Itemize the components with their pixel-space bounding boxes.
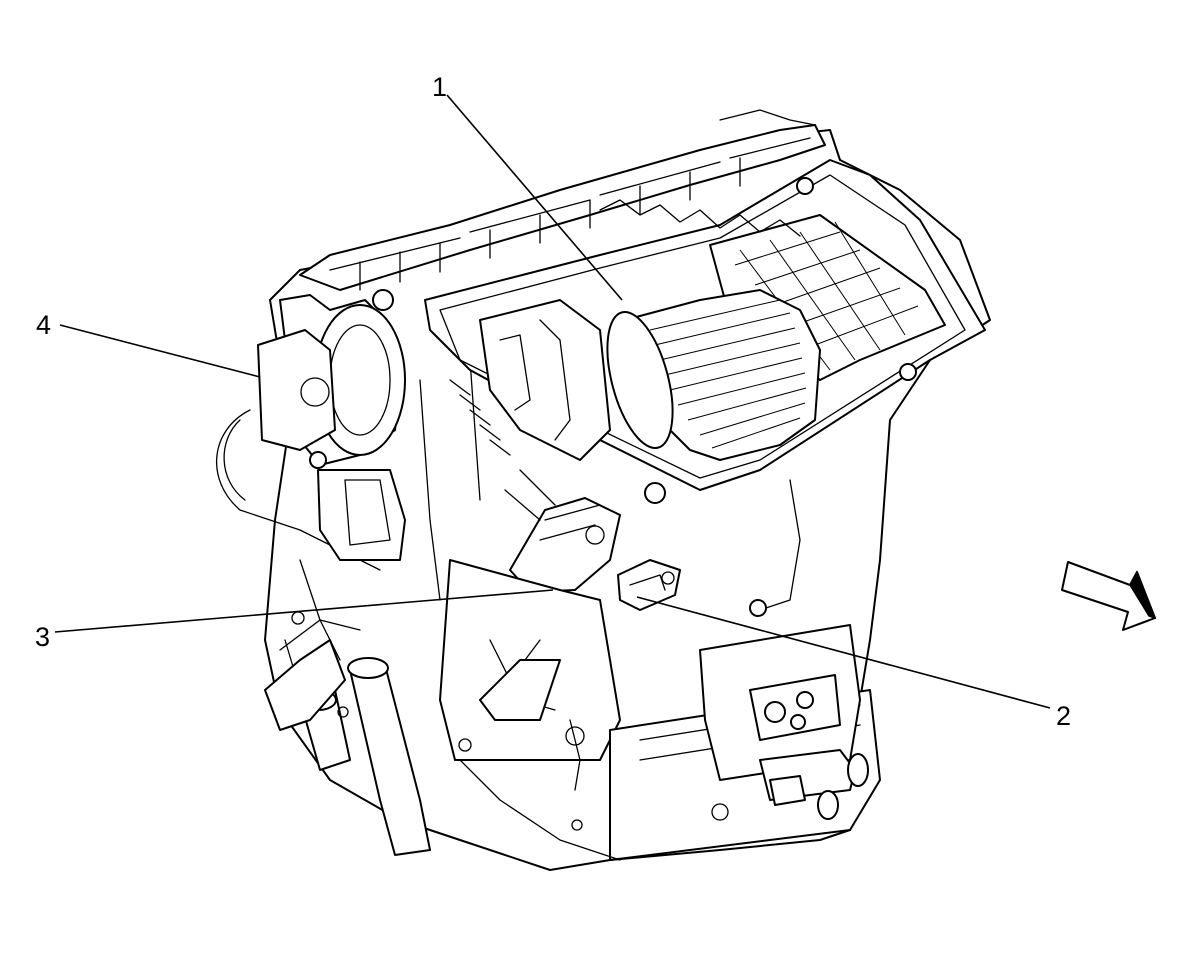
- leader-line-2: [636, 596, 1051, 709]
- temperature-sensor: [617, 559, 681, 611]
- leader-line-4: [59, 324, 261, 378]
- callout-4: 4: [36, 310, 51, 340]
- leader-line-1: [446, 94, 623, 301]
- blower-housing: [424, 159, 986, 504]
- callout-2: 2: [1056, 701, 1071, 731]
- callout-1: 1: [432, 72, 447, 102]
- lower-case: [264, 479, 881, 861]
- leader-lines: [54, 94, 1051, 709]
- view-direction-arrow-icon: [1061, 561, 1157, 631]
- leader-line-3: [54, 589, 554, 633]
- callout-3: 3: [35, 622, 50, 652]
- left-actuator-assembly: [216, 289, 406, 571]
